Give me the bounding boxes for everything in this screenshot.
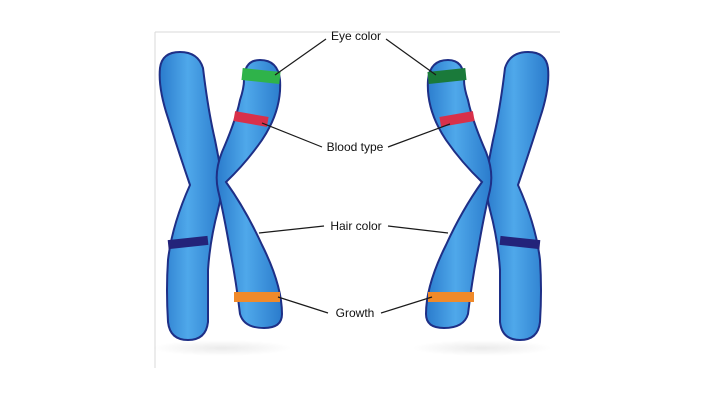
leader-blood-type-left (261, 122, 323, 148)
band-eye-color-left (241, 68, 281, 84)
shadow-right (412, 340, 552, 356)
leader-hair-color-right (387, 225, 449, 234)
leader-blood-type-right (387, 123, 451, 148)
label-growth: Growth (336, 306, 375, 320)
chromatid-right-a (484, 50, 550, 342)
band-growth-right (428, 292, 474, 302)
leader-growth-right (380, 296, 433, 314)
band-hair-color-right (499, 235, 541, 250)
band-blood-type-left (233, 111, 269, 127)
label-blood-type: Blood type (327, 140, 384, 154)
band-growth-left (234, 292, 280, 302)
chromatid-left-a (158, 50, 224, 342)
leader-eye-color-right (385, 38, 437, 76)
shadow-left (152, 340, 292, 356)
label-hair-color: Hair color (330, 219, 381, 233)
chromatid-left-b (215, 58, 284, 330)
leader-hair-color-left (258, 225, 325, 234)
band-hair-color-left (167, 235, 209, 250)
band-blood-type-right (439, 111, 475, 127)
leader-eye-color-left (274, 38, 327, 76)
leader-growth-left (277, 296, 329, 314)
chromosome-left (158, 50, 284, 342)
band-eye-color-right (427, 68, 467, 84)
chromosome-right (424, 50, 550, 342)
label-eye-color: Eye color (331, 29, 381, 43)
